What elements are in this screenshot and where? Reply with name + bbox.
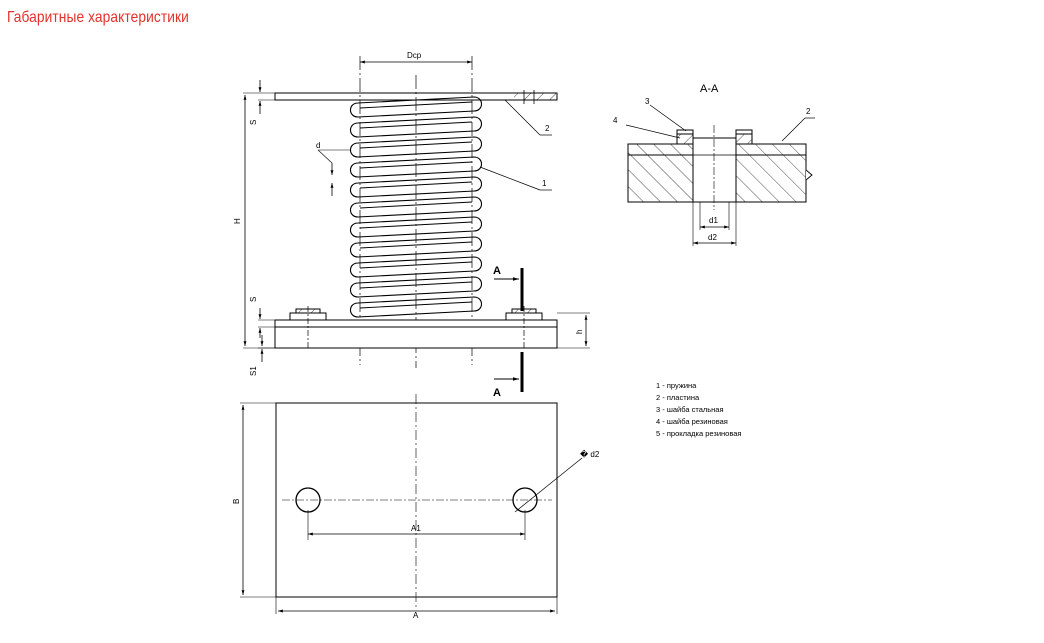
spring-coil	[349, 256, 483, 278]
spring-coil	[349, 276, 483, 298]
spring-coil	[349, 96, 483, 118]
d1-label: d1	[709, 216, 718, 225]
section-title: А-А	[700, 83, 719, 95]
a1-label: A1	[411, 524, 421, 533]
spring-coil-inner	[359, 241, 473, 249]
d2-label: d2	[708, 233, 717, 242]
spring-coil	[349, 216, 483, 238]
spring-coil	[349, 236, 483, 258]
washer-rubber-right	[735, 133, 753, 145]
d-label: d	[316, 141, 320, 150]
s1-label: S1	[249, 366, 258, 376]
legend-item-4: 4 - шайба резиновая	[656, 417, 728, 426]
h-label: h	[575, 330, 584, 334]
callout-3: 3	[645, 97, 650, 106]
legend: 1 - пружина 2 - пластина 3 - шайба сталь…	[656, 381, 741, 438]
spring-coil-inner	[359, 201, 473, 209]
cut-label-top: А	[493, 265, 501, 277]
spring-coil	[349, 156, 483, 178]
a-label: A	[413, 611, 419, 620]
cut-label-bottom: А	[493, 387, 501, 399]
callout-2: 2	[545, 124, 550, 133]
top-plate-hole-hatch	[514, 93, 556, 100]
s-top-label: S	[249, 120, 258, 125]
washer-rubber-left	[676, 133, 694, 145]
front-view	[243, 56, 590, 392]
h-total-label: H	[233, 218, 242, 224]
callout-4: 4	[613, 116, 618, 125]
spring-coil	[349, 296, 483, 318]
legend-item-2: 2 - пластина	[656, 393, 700, 402]
section-view	[625, 104, 815, 246]
spring-coil	[349, 176, 483, 198]
callout-1: 1	[542, 179, 547, 188]
callout-2-section: 2	[806, 107, 811, 116]
spring-coil	[349, 136, 483, 158]
spring-coil	[349, 116, 483, 138]
bottom-plate	[274, 326, 558, 349]
legend-item-5: 5 - прокладка резиновая	[656, 429, 741, 438]
page-title: Габаритные характеристики	[7, 9, 189, 26]
legend-item-1: 1 - пружина	[656, 381, 697, 390]
hole-d2-label: � d2	[580, 449, 600, 459]
rubber-pad	[274, 319, 558, 328]
b-label: B	[232, 499, 241, 504]
s-bottom-label: S	[249, 297, 258, 302]
plan-plate	[275, 402, 558, 598]
plan-view	[240, 394, 583, 614]
spring-coil	[349, 196, 483, 218]
dcp-label: Dср	[407, 51, 422, 60]
legend-item-3: 3 - шайба стальная	[656, 405, 724, 414]
